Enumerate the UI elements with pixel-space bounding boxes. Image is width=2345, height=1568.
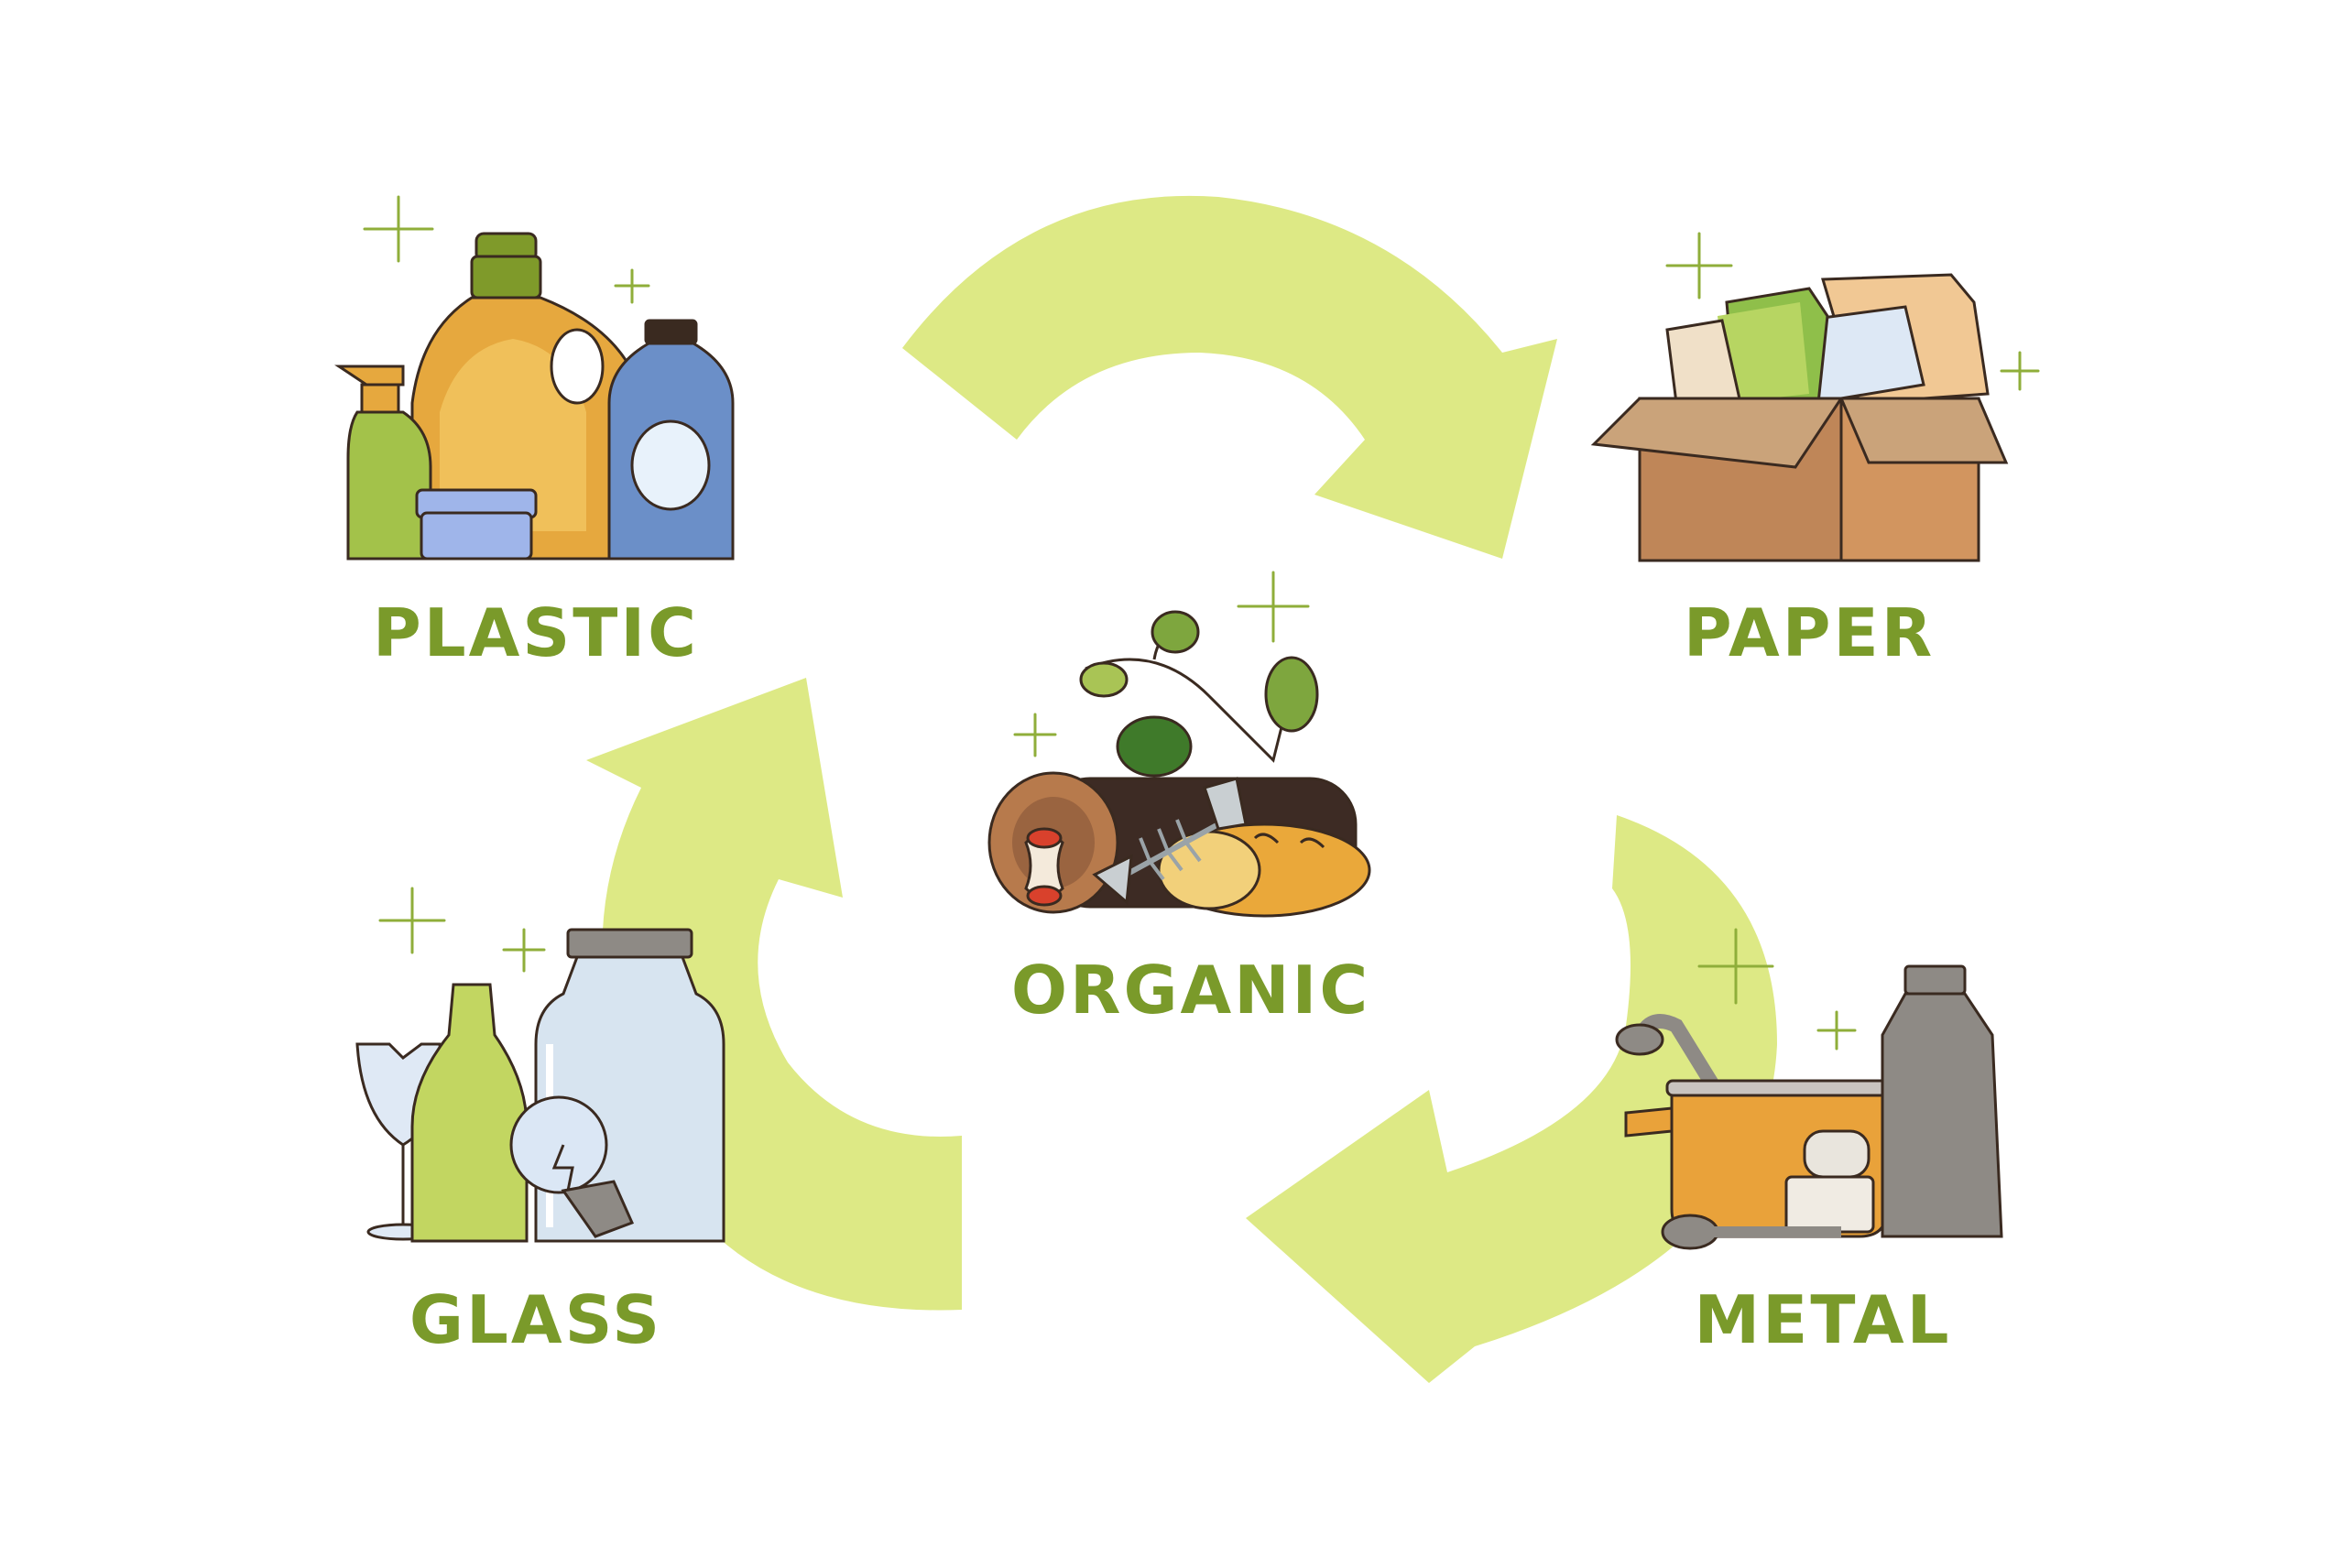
sparkles xyxy=(363,195,2040,1051)
metal-pot-can-icon xyxy=(1615,964,2003,1250)
recycle-arrow-top xyxy=(902,195,1557,560)
sparkle-icon xyxy=(1237,571,1310,643)
label-paper: PAPER xyxy=(1683,594,1936,671)
label-organic: ORGANIC xyxy=(1010,952,1371,1029)
organic-waste-icon xyxy=(987,610,1371,918)
sparkle-icon xyxy=(1697,928,1774,1005)
sparkle-icon xyxy=(502,928,546,973)
cardboard-box-paper-icon xyxy=(1590,273,2009,562)
glass-jars-bottles-icon xyxy=(355,928,725,1243)
recycle-arrow-right xyxy=(1246,815,1777,1383)
sparkle-icon xyxy=(614,268,650,304)
plastic-containers-icon xyxy=(334,232,735,561)
sparkle-icon xyxy=(1013,713,1057,757)
sparkle-icon xyxy=(363,195,434,263)
sparkle-icon xyxy=(1665,232,1733,299)
label-plastic: PLASTIC xyxy=(373,594,699,671)
sparkle-icon xyxy=(378,887,446,954)
label-glass: GLASS xyxy=(409,1281,663,1358)
sparkle-icon xyxy=(2000,351,2040,391)
sparkle-icon xyxy=(1816,1010,1857,1051)
label-metal: METAL xyxy=(1694,1281,1952,1358)
